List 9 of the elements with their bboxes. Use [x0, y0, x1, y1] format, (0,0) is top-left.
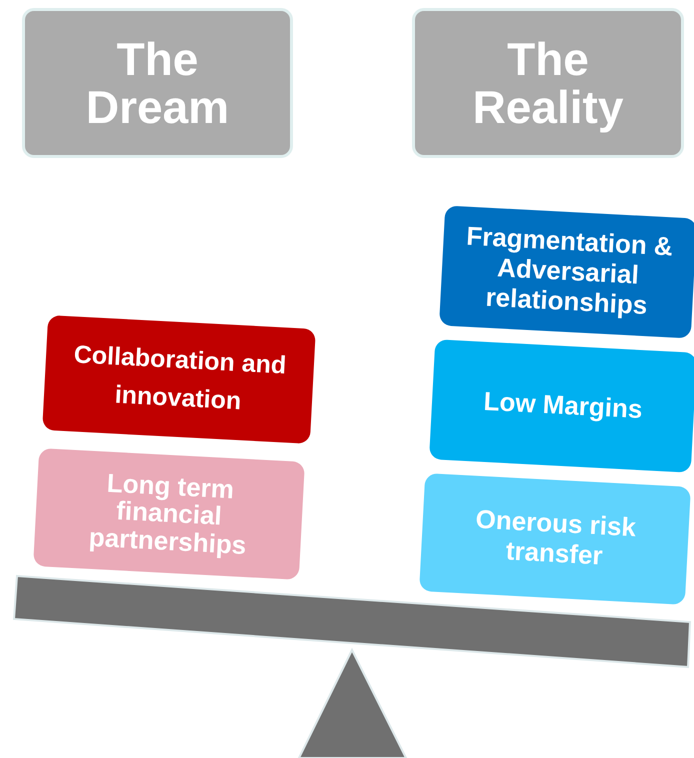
box-label: The Dream [84, 34, 230, 132]
header-box [412, 8, 684, 158]
box-label: Low Margins [482, 386, 644, 426]
box-label: Onerous risk transfer [474, 502, 638, 572]
box-label: Long term financial partnerships [87, 466, 248, 562]
header-box [22, 8, 293, 158]
box-label: The Reality [472, 34, 624, 132]
box-label: Fragmentation & Adversarial relationships [464, 221, 675, 322]
box-label: Collaboration and innovation [72, 339, 288, 417]
